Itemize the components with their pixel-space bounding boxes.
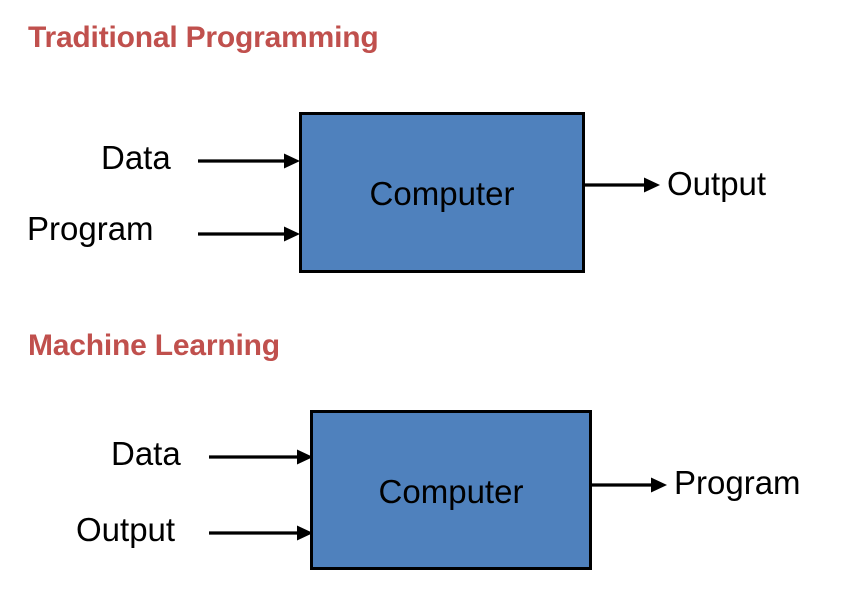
input-label-program-traditional: Program [27,210,154,247]
section-title-machine-learning: Machine Learning [28,329,280,362]
arrow-program-to-computer-traditional [198,226,300,242]
input-label-data-traditional: Data [101,139,171,176]
process-box-label: Computer [369,175,515,212]
input-label-output-machine-learning: Output [76,511,176,548]
arrow-data-to-computer-traditional [198,153,300,169]
output-label-program-machine-learning: Program [674,464,801,501]
arrow-output-to-computer-machine-learning [209,525,313,541]
process-box-label: Computer [378,472,524,510]
output-label-output-traditional: Output [667,165,767,202]
process-box-computer-traditional: Computer [299,112,585,273]
section-title-traditional-programming: Traditional Programming [28,21,379,54]
process-box-computer-machine-learning: Computer [310,410,592,570]
arrow-computer-to-output-traditional [584,177,660,193]
arrow-data-to-computer-machine-learning [209,449,313,465]
arrow-computer-to-program-machine-learning [591,477,667,493]
input-label-data-machine-learning: Data [111,435,181,472]
